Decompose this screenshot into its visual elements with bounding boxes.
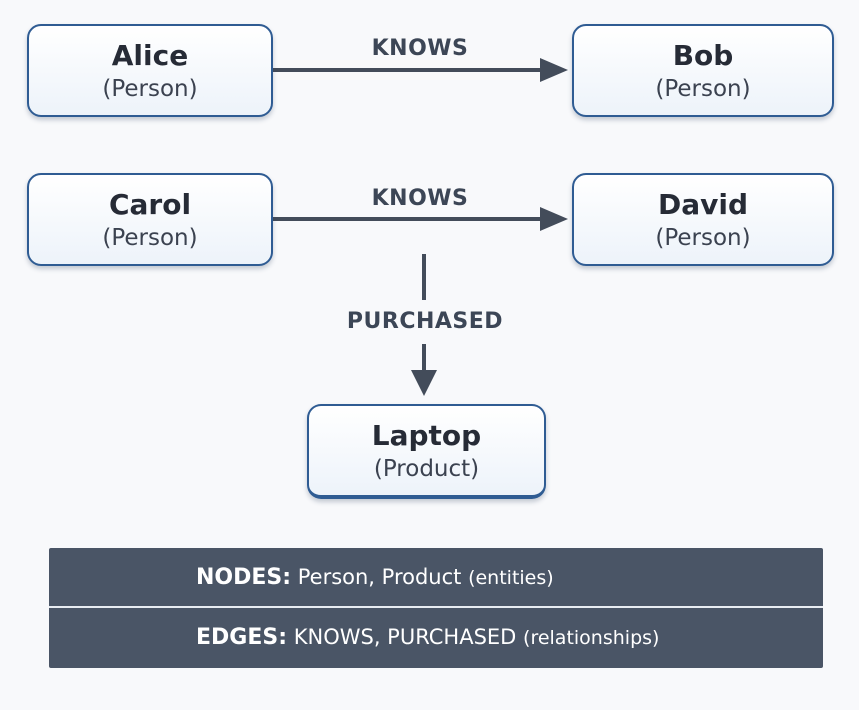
node-bob: Bob (Person) (572, 24, 834, 117)
node-type: (Person) (655, 224, 751, 251)
node-name: David (657, 187, 749, 221)
node-name: Laptop (371, 418, 482, 452)
legend-nodes-row: NODES: Person, Product (entities) (49, 548, 823, 606)
node-laptop: Laptop (Product) (307, 404, 546, 499)
legend-edges-key: EDGES: (196, 624, 288, 650)
node-carol: Carol (Person) (27, 173, 273, 266)
arrowhead-down-icon (411, 370, 437, 396)
edge-label-knows: KNOWS (371, 36, 469, 61)
node-name: Alice (111, 38, 189, 72)
node-name: Carol (108, 187, 192, 221)
node-alice: Alice (Person) (27, 24, 273, 117)
node-type: (Product) (373, 455, 480, 482)
arrowhead-right-icon (540, 207, 568, 231)
legend-nodes-values: Person, Product (297, 564, 462, 589)
arrowhead-right-icon (540, 58, 568, 82)
legend-edges-row: EDGES: KNOWS, PURCHASED (relationships) (49, 608, 823, 666)
legend-divider (49, 606, 823, 608)
edge-carol-david (273, 207, 568, 231)
legend-nodes-key: NODES: (196, 564, 292, 590)
node-david: David (Person) (572, 173, 834, 266)
edge-alice-bob (273, 58, 568, 82)
legend-edges-values: KNOWS, PURCHASED (293, 624, 517, 649)
node-type: (Person) (102, 224, 198, 251)
node-type: (Person) (102, 75, 198, 102)
node-type: (Person) (655, 75, 751, 102)
edge-label-purchased: PURCHASED (346, 309, 504, 334)
legend-panel: NODES: Person, Product (entities) EDGES:… (49, 548, 823, 668)
legend-edges-note: (relationships) (523, 626, 660, 649)
legend-nodes-note: (entities) (468, 566, 554, 589)
edge-carol-laptop (411, 254, 437, 396)
edge-label-knows: KNOWS (371, 186, 469, 211)
node-name: Bob (672, 38, 734, 72)
